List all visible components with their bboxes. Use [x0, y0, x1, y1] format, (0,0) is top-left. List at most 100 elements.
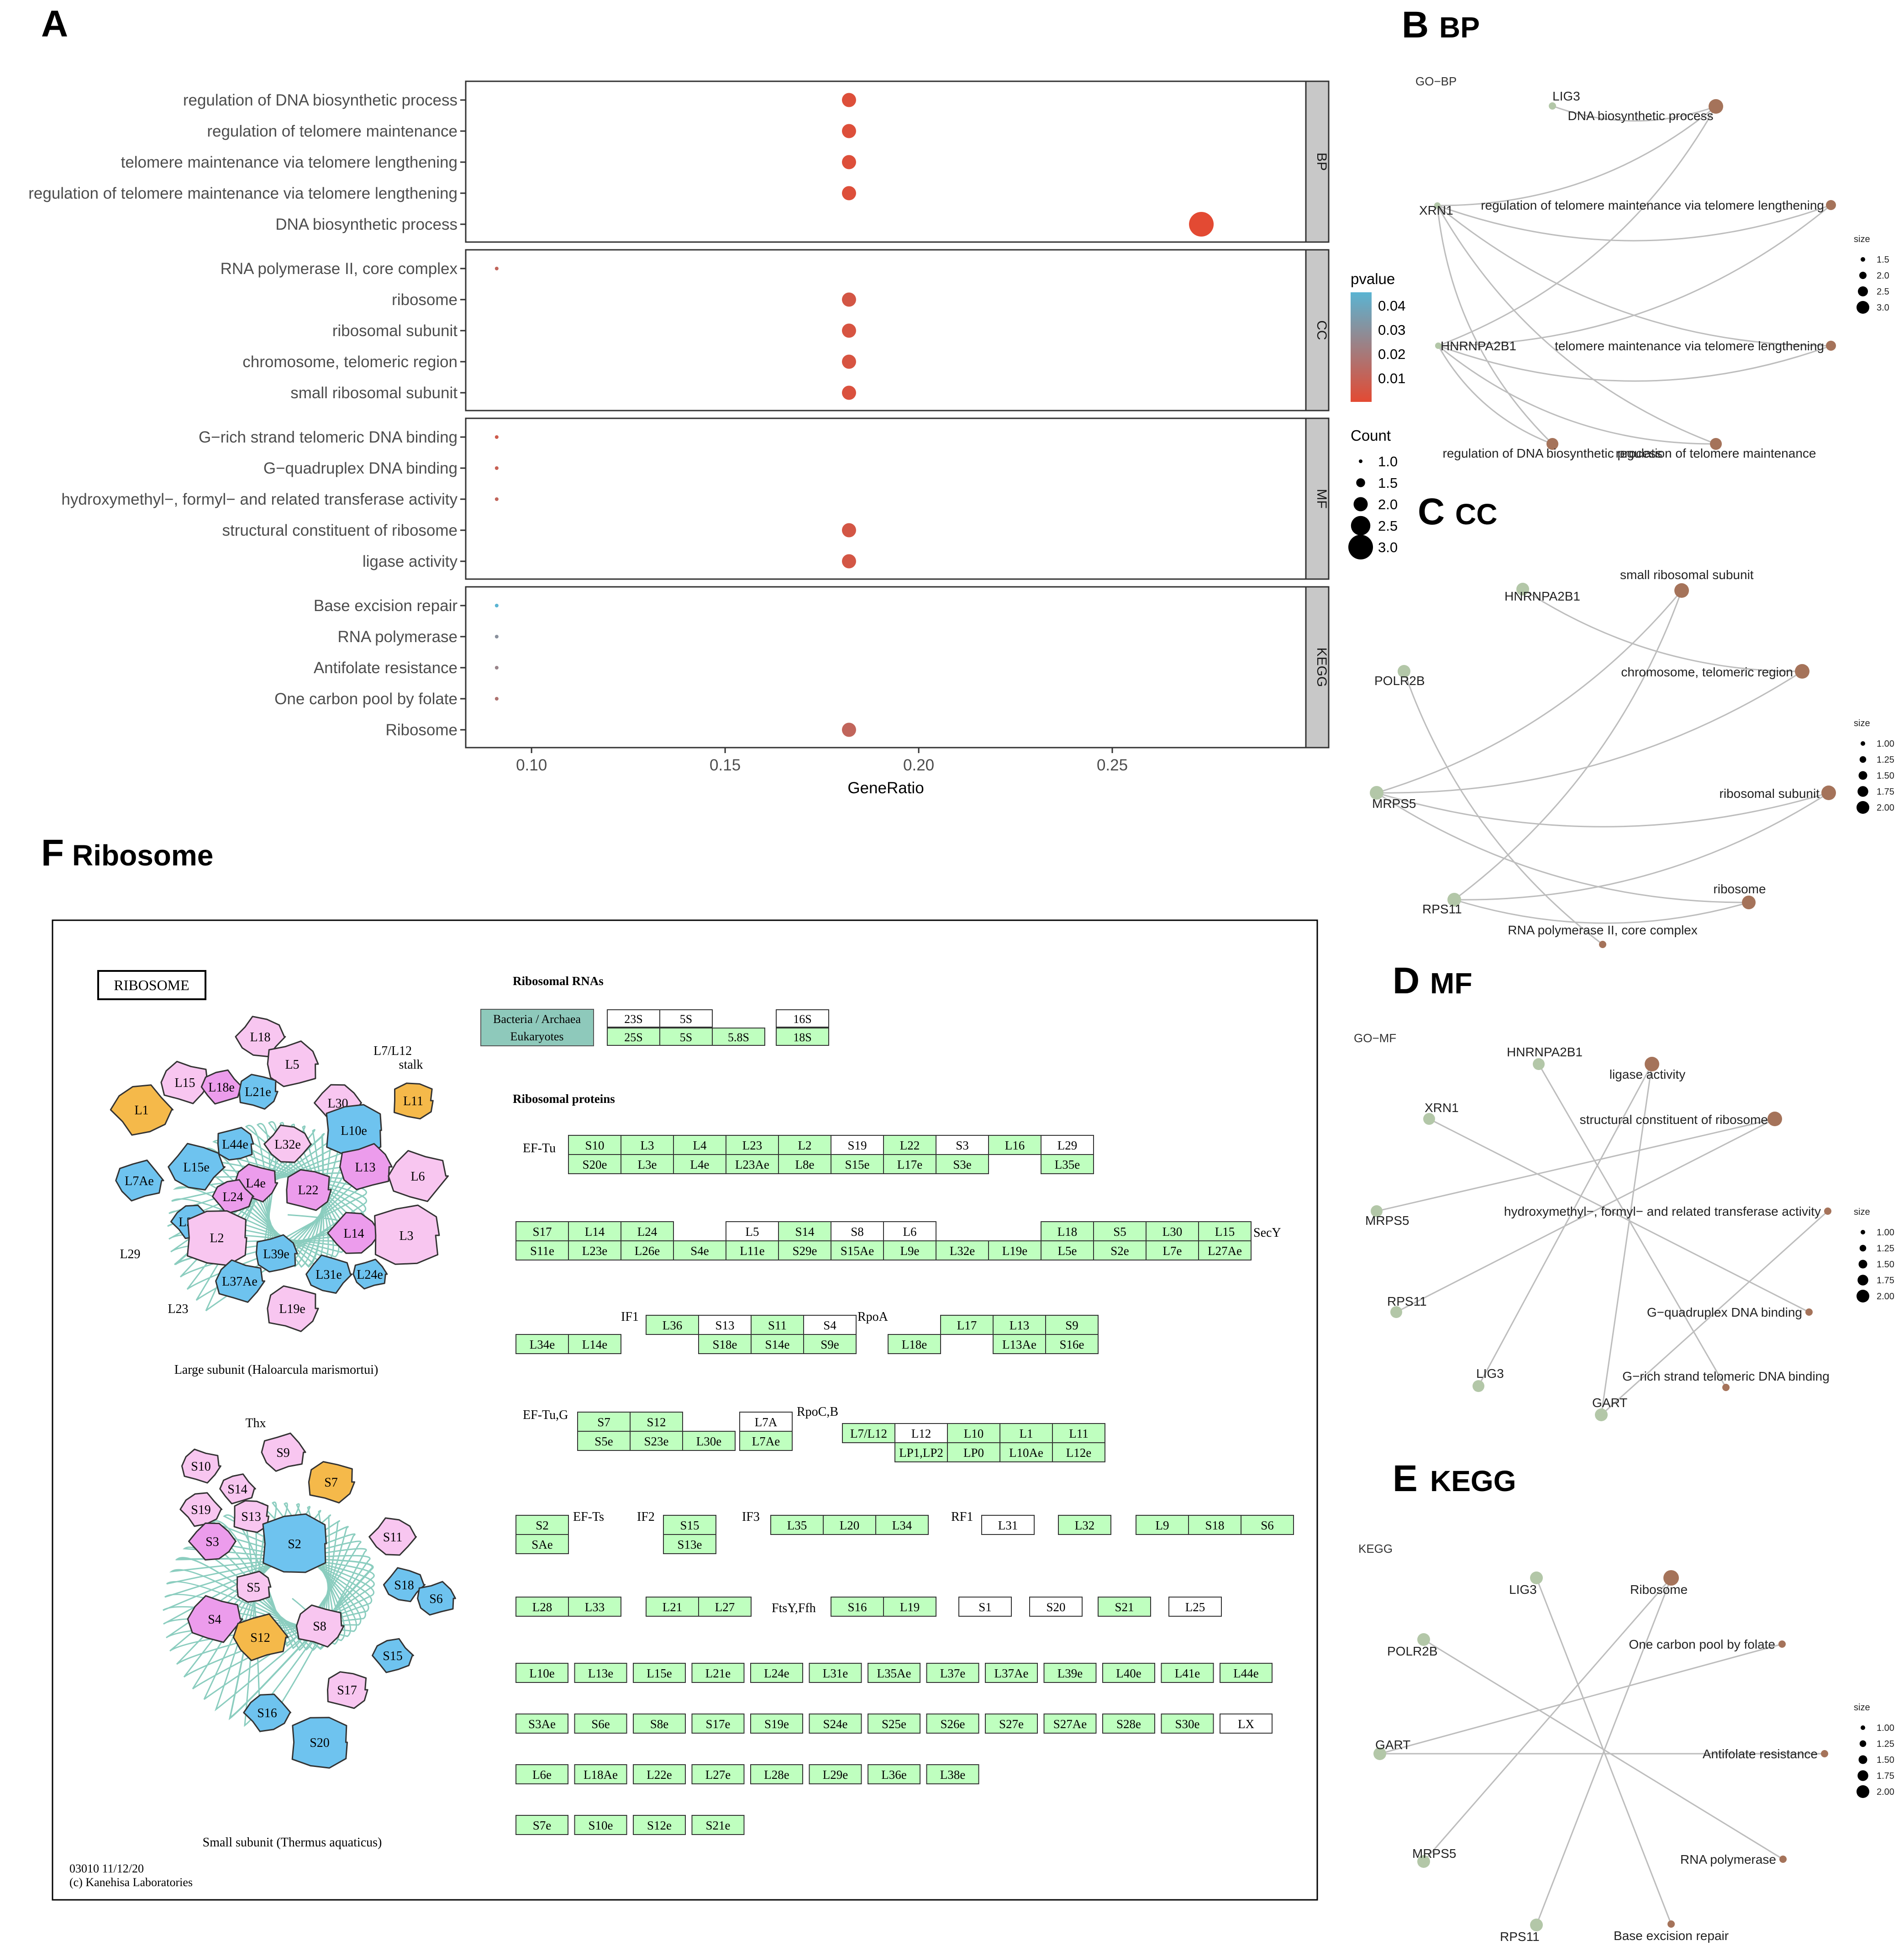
- panel-letter: E: [1393, 1458, 1418, 1499]
- small-subunit-label: S3: [205, 1535, 219, 1549]
- term-label: regulation of telomere maintenance: [1616, 446, 1816, 460]
- legend-size-point: [1857, 1770, 1868, 1781]
- protein-label: S27e: [999, 1717, 1024, 1731]
- legend-size-label: 1.25: [1877, 1244, 1894, 1254]
- edges: [1376, 1064, 1829, 1416]
- protein-label: L9e: [900, 1244, 920, 1258]
- protein-label: L22: [900, 1139, 920, 1152]
- gene-node: [1370, 786, 1383, 800]
- protein-label: S2e: [1110, 1244, 1129, 1258]
- legend-box: [480, 1009, 594, 1046]
- rrna-box: [607, 1009, 660, 1028]
- gene-label: HNRNPA2B1: [1507, 1045, 1583, 1059]
- facet-strip: [1305, 80, 1330, 243]
- gene-node: [1530, 1919, 1543, 1931]
- protein-label: LP1,LP2: [899, 1446, 943, 1460]
- protein-label: L21e: [705, 1666, 731, 1680]
- protein-label: S4: [823, 1318, 836, 1332]
- small-subunit-label: S20: [310, 1736, 330, 1750]
- side-label: RpoA: [857, 1310, 889, 1324]
- protein-blob: [368, 1517, 417, 1556]
- facet-panel: [465, 249, 1307, 411]
- protein-box: [633, 1764, 686, 1784]
- rrna-label: 16S: [793, 1012, 811, 1026]
- legend-size-label: 2.5: [1378, 518, 1398, 534]
- legend-size-label: 1.50: [1877, 1755, 1894, 1765]
- protein-label: S5: [1113, 1225, 1126, 1239]
- data-point: [842, 323, 856, 338]
- large-subunit-label: L18: [250, 1030, 270, 1044]
- protein-label: S16e: [1060, 1338, 1084, 1351]
- protein-blob: [236, 1571, 272, 1603]
- protein-label: L6: [903, 1225, 917, 1239]
- term-label: structural constituent of ribosome: [1580, 1113, 1768, 1127]
- data-point: [494, 697, 499, 701]
- small-subunit-caption: Small subunit (Thermus aquaticus): [203, 1835, 382, 1850]
- legend-size-label: 1.00: [1877, 1723, 1894, 1733]
- rrna-box: [659, 1009, 713, 1028]
- protein-blob: [352, 1259, 388, 1290]
- protein-box: [1188, 1515, 1241, 1535]
- term-label: chromosome, telomeric region: [1621, 665, 1793, 679]
- large-subunit-label: L4e: [246, 1176, 266, 1191]
- y-tick-label: small ribosomal subunit: [290, 384, 458, 402]
- legend-size-point: [1353, 497, 1368, 511]
- protein-label: S8: [851, 1225, 864, 1239]
- y-tick-label: RNA polymerase: [337, 628, 458, 646]
- panel-title-f: Ribosome: [72, 839, 213, 872]
- panel-letter-a: A: [41, 3, 68, 45]
- gene-label: MRPS5: [1372, 796, 1416, 811]
- protein-box: [823, 1515, 876, 1535]
- network-edge: [1478, 1064, 1653, 1387]
- y-tick-label: G−rich strand telomeric DNA binding: [199, 428, 458, 446]
- protein-label: L37Ae: [994, 1666, 1029, 1680]
- protein-box: [868, 1663, 920, 1683]
- term-label: DNA biosynthetic process: [1567, 109, 1713, 123]
- protein-blob: [187, 1595, 243, 1643]
- legend-size-label: 1.5: [1378, 475, 1398, 491]
- legend-tick-label: 0.02: [1378, 346, 1405, 362]
- legend-size-point: [1861, 1725, 1865, 1730]
- protein-box: [621, 1240, 674, 1260]
- protein-box: [1168, 1597, 1222, 1617]
- protein-blob: [115, 1160, 164, 1202]
- protein-blob: [372, 1638, 414, 1673]
- protein-blob: [261, 1432, 306, 1472]
- gene-label: RPS11: [1422, 902, 1462, 916]
- protein-box: [1045, 1334, 1099, 1354]
- network-edge: [1454, 590, 1683, 901]
- term-label: Antifolate resistance: [1703, 1747, 1818, 1761]
- y-tick-label: chromosome, telomeric region: [242, 353, 458, 371]
- network-edge: [1437, 345, 1553, 445]
- protein-label: L20: [840, 1519, 860, 1532]
- x-tick-label: 0.25: [1097, 756, 1128, 774]
- protein-box: [809, 1663, 862, 1683]
- protein-label: L2: [798, 1139, 812, 1152]
- protein-label: S21: [1115, 1600, 1134, 1614]
- term-label: telomere maintenance via telomere length…: [1555, 339, 1824, 353]
- network-edge: [1438, 345, 1716, 445]
- large-subunit-label: L24e: [357, 1268, 383, 1282]
- protein-box: [515, 1815, 568, 1835]
- protein-box: [936, 1240, 989, 1260]
- small-subunit-label: S4: [208, 1613, 221, 1627]
- protein-box: [621, 1154, 674, 1174]
- protein-box: [574, 1663, 627, 1683]
- protein-label: L3: [641, 1139, 654, 1152]
- panel-letter: C: [1418, 491, 1445, 533]
- protein-box: [633, 1815, 686, 1835]
- protein-box: [868, 1764, 920, 1784]
- network-edge: [1438, 106, 1717, 347]
- protein-box: [515, 1663, 568, 1683]
- protein-label: L19e: [1002, 1244, 1027, 1258]
- legend-size-point: [1348, 535, 1373, 559]
- y-tick-label: telomere maintenance via telomere length…: [121, 153, 458, 171]
- protein-label: L28e: [764, 1768, 789, 1782]
- gene-node: [1533, 1058, 1545, 1070]
- small-subunit-label: S13: [241, 1510, 261, 1524]
- protein-box: [993, 1334, 1046, 1354]
- protein-blob: [168, 1143, 226, 1191]
- protein-label: L30e: [696, 1434, 721, 1448]
